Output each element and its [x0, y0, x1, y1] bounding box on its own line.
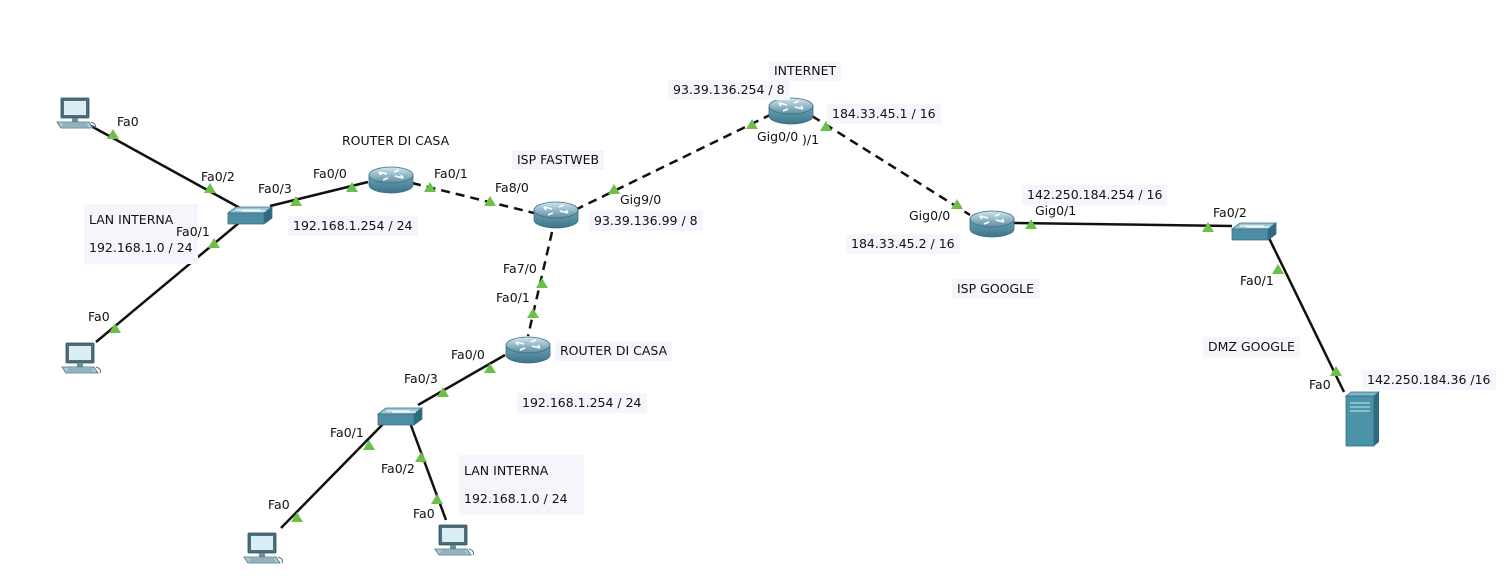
port-label: Gig0/0 — [757, 129, 799, 144]
lan-note: LAN INTERNA 192.168.1.0 / 24 — [459, 455, 584, 515]
port-label: Fa0/1 — [1240, 273, 1274, 288]
port-label: Fa0/1 — [434, 166, 468, 181]
port-label: Fa0/2 — [1213, 205, 1247, 220]
port-indicator — [415, 452, 427, 462]
port-indicator — [1202, 222, 1214, 232]
ip-address-label: 184.33.45.1 / 16 — [827, 104, 941, 124]
dmz-label: DMZ GOOGLE — [1203, 337, 1300, 357]
link-pc1-switch1[interactable] — [90, 124, 241, 210]
ip-address-label: 192.168.1.254 / 24 — [517, 393, 647, 413]
port-indicator — [527, 308, 539, 318]
port-indicator — [484, 363, 496, 373]
port-label: Fa0 — [413, 506, 435, 521]
port-label: Fa0 — [88, 309, 110, 324]
port-label: Fa0/0 — [451, 347, 485, 362]
port-label: Fa0/0 — [313, 166, 347, 181]
switch-icon[interactable] — [1231, 222, 1277, 241]
switch-icon[interactable] — [377, 407, 423, 426]
isp-name-label: ISP FASTWEB — [512, 150, 605, 170]
router-name-label: ROUTER DI CASA — [342, 133, 450, 148]
port-indicator — [107, 129, 119, 139]
internet-label: INTERNET — [769, 61, 842, 81]
ip-address-label: 142.250.184.254 / 16 — [1022, 185, 1168, 205]
lan-title: LAN INTERNA — [464, 463, 549, 478]
isp-name-label: ISP GOOGLE — [952, 279, 1040, 299]
port-label: Fa0 — [1309, 377, 1331, 392]
port-label: Fa0/1 — [496, 290, 530, 305]
lan-title: LAN INTERNA — [89, 212, 174, 227]
ip-address-label: 192.168.1.254 / 24 — [288, 216, 418, 236]
port-label: Fa0/2 — [201, 169, 235, 184]
links — [90, 113, 1346, 529]
pc-icon[interactable] — [56, 97, 96, 129]
port-indicator — [431, 494, 443, 504]
port-label: Fa0/1 — [176, 224, 210, 239]
port-label: Fa0/3 — [258, 181, 292, 196]
router-icon[interactable] — [969, 210, 1015, 238]
ip-address-label: 142.250.184.36 /16 — [1362, 370, 1496, 390]
port-label: Fa0 — [268, 497, 290, 512]
port-label: Fa0/1 — [330, 425, 364, 440]
port-label: Fa0/2 — [381, 461, 415, 476]
port-indicator — [109, 323, 121, 333]
ip-address-label: 184.33.45.2 / 16 — [846, 234, 960, 254]
router-name-label: ROUTER DI CASA — [555, 341, 673, 361]
link-switch2-pc3[interactable] — [280, 419, 388, 529]
port-label: Fa8/0 — [495, 180, 529, 195]
switch-icon[interactable] — [227, 206, 273, 225]
pc-icon[interactable] — [434, 524, 474, 556]
port-label: Gig0/0 — [909, 208, 951, 223]
port-indicators — [107, 119, 1342, 522]
link-google-switch3[interactable] — [1013, 221, 1233, 228]
ip-address-label: 93.39.136.99 / 8 — [589, 211, 703, 231]
server-icon[interactable] — [1345, 391, 1380, 447]
link-internet-google[interactable] — [811, 114, 971, 217]
link-router2-switch2[interactable] — [417, 353, 506, 407]
router-icon[interactable] — [368, 166, 414, 194]
pc-icon[interactable] — [61, 342, 101, 374]
pc-icon[interactable] — [243, 532, 283, 564]
port-label: Gig0/1 — [1035, 203, 1077, 218]
port-indicator — [536, 278, 548, 288]
lan-note: LAN INTERNA 192.168.1.0 / 24 — [84, 204, 198, 264]
router-icon[interactable] — [505, 336, 551, 364]
link-switch3-server[interactable] — [1266, 235, 1346, 393]
router-icon[interactable] — [533, 201, 579, 229]
port-label: Fa7/0 — [503, 261, 537, 276]
port-label: Fa0 — [117, 114, 139, 129]
link-fastweb-internet[interactable] — [574, 113, 771, 212]
router-icon[interactable] — [768, 97, 814, 125]
port-label: Gig9/0 — [620, 192, 662, 207]
ip-address-label: 93.39.136.254 / 8 — [668, 80, 790, 100]
port-indicator — [424, 182, 436, 192]
lan-network: 192.168.1.0 / 24 — [464, 491, 568, 506]
port-label: )/1 — [802, 132, 820, 147]
port-label: Fa0/3 — [404, 371, 438, 386]
lan-network: 192.168.1.0 / 24 — [89, 240, 193, 255]
